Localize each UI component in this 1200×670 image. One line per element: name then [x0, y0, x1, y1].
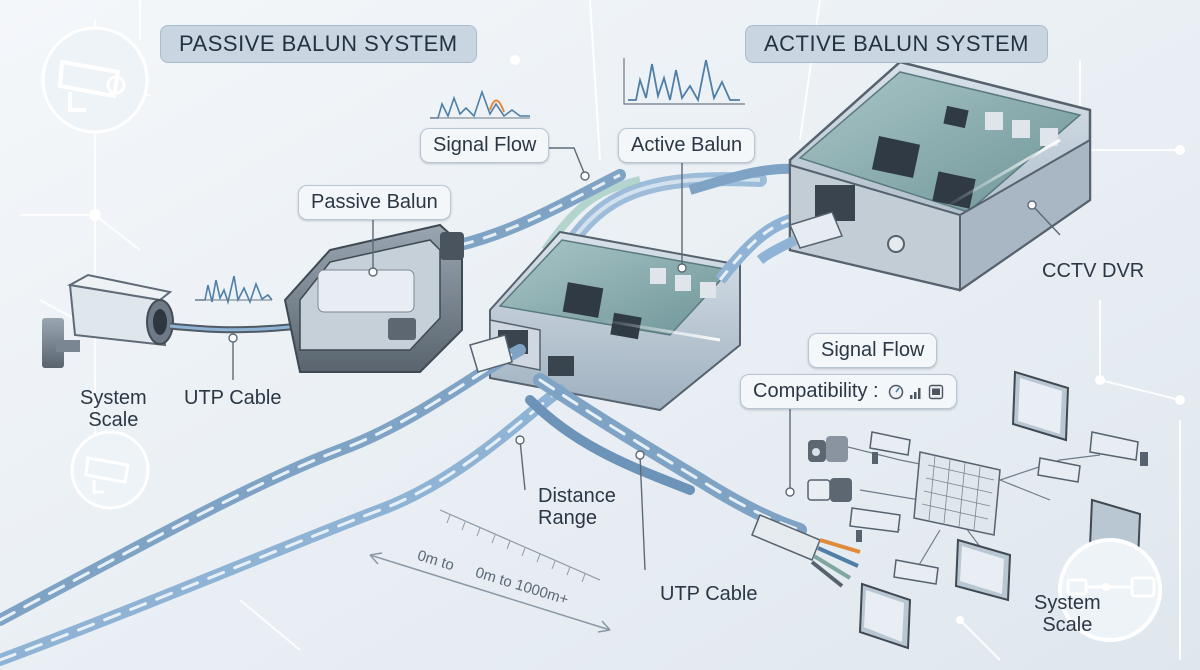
signal-flow-callout-right: Signal Flow: [808, 333, 938, 368]
mini-camera-5: [893, 559, 939, 585]
active-balun-system-header: ACTIVE BALUN SYSTEM: [745, 25, 1049, 63]
distance-scale-ruler: [369, 509, 611, 633]
signal-wave-left: [195, 275, 273, 305]
connector-key-icon: [1058, 538, 1162, 642]
cctv-dvr-label: CCTV DVR: [1042, 260, 1145, 282]
leader-dots: [228, 171, 1037, 497]
system-scale-label-left: System Scale: [80, 387, 147, 431]
rj45-plug-dvr: [756, 211, 844, 264]
cable-end-wires: [751, 514, 861, 588]
leader-lines: [232, 147, 1061, 571]
utp-cable-label-left: UTP Cable: [184, 387, 282, 409]
signal-bars-icon: [910, 387, 921, 399]
mini-camera-2: [849, 507, 901, 542]
mini-camera-3: [1037, 457, 1081, 483]
passive-balun-device: [283, 223, 464, 373]
passive-balun-callout: Passive Balun: [298, 185, 451, 220]
cctv-camera-outline-icon: [70, 430, 150, 510]
compatibility-label: Compatibility :: [753, 380, 879, 402]
monitor-icon: [1011, 370, 1070, 442]
cctv-dvr-device: [788, 60, 1092, 292]
signal-flow-callout-top: Signal Flow: [420, 128, 550, 163]
active-balun-device: [489, 230, 741, 412]
passive-balun-system-header: PASSIVE BALUN SYSTEM: [160, 25, 477, 63]
distance-range-label: Distance Range: [538, 485, 616, 529]
rj45-plug-icon: [807, 478, 852, 502]
signal-wave-top: [430, 89, 530, 119]
patch-panel-icon: [913, 451, 1001, 536]
rj45-plug-balun: [469, 334, 513, 373]
monitor-icon-3: [858, 582, 912, 650]
compatibility-callout: Compatibility :: [740, 374, 958, 409]
rj45-port-icon: [928, 384, 944, 399]
compatibility-icons: [888, 384, 944, 400]
cctv-camera-left: [42, 273, 174, 368]
utp-cable-label-bottom: UTP Cable: [660, 583, 758, 605]
gauge-icon: [888, 384, 904, 399]
monitor-icon-2: [954, 538, 1012, 602]
mini-camera-1: [869, 431, 911, 464]
system-scale-label-right: System Scale: [1034, 592, 1101, 636]
bnc-connector-icon: [808, 436, 848, 462]
compatible-devices: [807, 370, 1148, 650]
mini-camera-4: [1089, 431, 1148, 466]
active-balun-callout: Active Balun: [618, 128, 756, 163]
cctv-camera-icon: [41, 26, 149, 134]
utp-cables-foreground: [0, 344, 807, 666]
signal-wave-active: [628, 59, 740, 103]
